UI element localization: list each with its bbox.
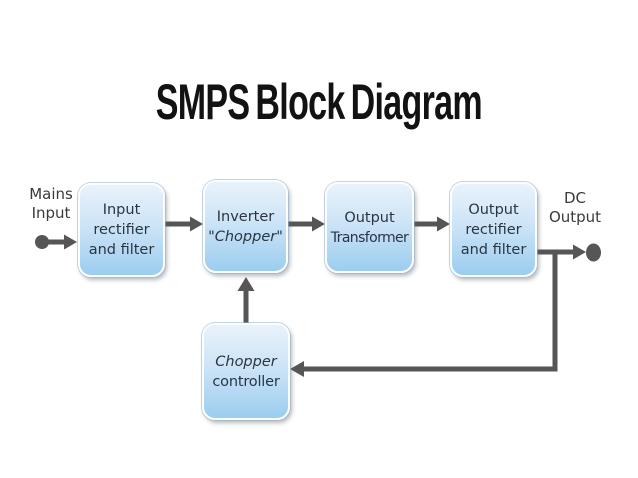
- block-line: and filter: [460, 241, 527, 258]
- block-output-rectifier: Output rectifier and filter: [450, 182, 537, 277]
- block-line: Output: [344, 209, 395, 226]
- label-line: DC: [563, 189, 587, 207]
- mains-arrowhead-icon: [64, 234, 77, 250]
- page-title: SMPS Block Diagram: [0, 74, 638, 130]
- mains-input-dot: [35, 235, 49, 249]
- arrow-rectifier-to-inverter-head-icon: [190, 216, 203, 232]
- block-line: controller: [212, 373, 280, 390]
- controller-to-inverter-head-icon: [237, 277, 255, 291]
- block-input-rectifier: Input rectifier and filter: [78, 183, 165, 277]
- page-title-text: SMPS Block Diagram: [155, 74, 483, 130]
- block-line: Transformer: [330, 229, 409, 246]
- label-line: Mains: [29, 185, 73, 203]
- label-mains-input: Mains Input: [20, 185, 82, 223]
- label-dc-output: DC Output: [544, 189, 606, 227]
- block-line: Output: [468, 201, 519, 218]
- label-line: Output: [548, 208, 602, 226]
- arrow-inverter-to-transformer-head-icon: [312, 216, 325, 232]
- label-line: Input: [31, 204, 71, 222]
- block-output-transformer: Output Transformer: [325, 182, 414, 273]
- block-line: "Chopper": [208, 228, 283, 245]
- block-inverter-chopper: Inverter "Chopper": [203, 180, 288, 273]
- block-chopper-controller: Chopper controller: [202, 323, 290, 420]
- block-line: and filter: [88, 242, 155, 258]
- feedback-arrowhead-icon: [290, 361, 304, 377]
- block-line: rectifier: [93, 222, 150, 238]
- block-line: rectifier: [465, 221, 522, 238]
- dc-output-dot: [586, 243, 601, 262]
- arrow-transformer-to-rectifier-head-icon: [437, 216, 450, 232]
- block-line: Inverter: [216, 208, 275, 225]
- block-line: Input: [102, 202, 141, 218]
- block-line: Chopper: [215, 353, 277, 370]
- dc-output-arrowhead-icon: [573, 244, 586, 260]
